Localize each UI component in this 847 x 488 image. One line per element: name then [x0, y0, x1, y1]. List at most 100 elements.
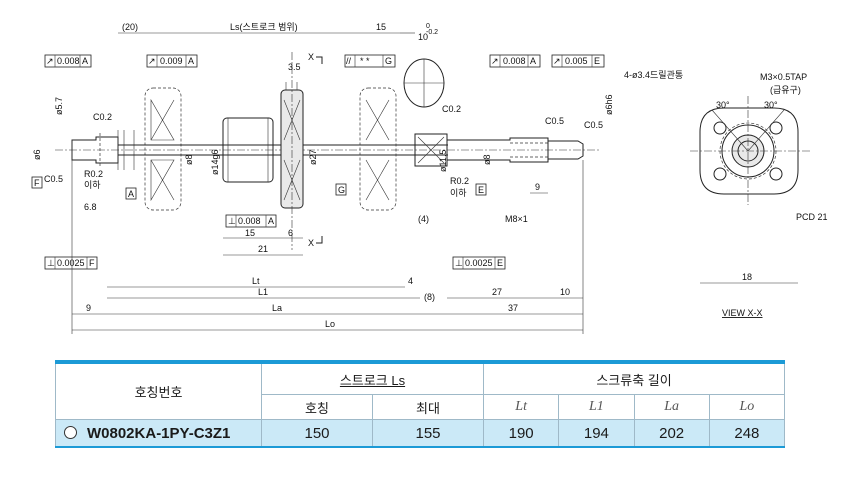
table-row[interactable]: W0802KA-1PY-C3Z1 150 155 190 194 202 248: [55, 419, 786, 448]
phi-11-5: ø11.5: [438, 150, 448, 172]
l1-cell: 194: [558, 419, 635, 448]
runout-symbol-left: ↗: [46, 56, 54, 66]
dim-10-tol-neg: -0.2: [426, 29, 438, 36]
view-label: VIEW X-X: [722, 308, 763, 318]
runout-value-right1: 0.008: [503, 56, 526, 66]
datum-g-box: G: [338, 185, 345, 195]
runout-symbol-right2: ↗: [553, 56, 561, 66]
technical-drawing: X X (20) Ls(스트로크 범위) 15 10 0 -0.2 3.5 ↗ …: [31, 22, 828, 334]
chamfer-c05-mid: C0.5: [545, 116, 564, 126]
col-la: La: [633, 394, 710, 420]
perp-frame-left: ⊥ 0.0025 F: [44, 256, 98, 270]
holes-label: 4-ø3.4드릴관통: [624, 70, 683, 80]
thread-m8: M8×1: [505, 214, 528, 224]
length-lt: Lt: [252, 276, 260, 286]
radio-icon[interactable]: [64, 425, 77, 439]
runout-symbol-mid: ↗: [148, 56, 156, 66]
dim-4-paren: (4): [418, 214, 429, 224]
perp-symbol-right: ⊥: [455, 258, 463, 268]
datum-a-right: A: [530, 56, 536, 66]
phi-14g6: ø14g6: [210, 149, 220, 175]
max-header: 최대: [372, 394, 484, 420]
datum-a-box: A: [128, 189, 134, 199]
dim-27: 27: [492, 287, 502, 297]
datum-f: F: [34, 178, 40, 188]
radius-r02-left: R0.2: [84, 169, 103, 179]
stroke-range-label: Ls(스트로크 범위): [230, 22, 298, 32]
runout-frame-right1: ↗ 0.008 A: [489, 54, 541, 68]
length-lo: Lo: [325, 319, 335, 329]
datum-a-lower: A: [268, 216, 274, 226]
end-view: [690, 96, 810, 284]
perp-symbol-mid: ⊥: [228, 216, 236, 226]
perp-value-mid: 0.008: [238, 216, 261, 226]
dim-15-top: 15: [376, 22, 386, 32]
perp-symbol-left: ⊥: [47, 258, 55, 268]
dim-10-right: 10: [560, 287, 570, 297]
phi-6-left: ø6: [32, 149, 42, 160]
dim-6-8: 6.8: [84, 202, 97, 212]
col-lo: Lo: [708, 394, 786, 420]
dim-9-left: 9: [86, 303, 91, 313]
lo-cell: 248: [708, 419, 786, 448]
parallel-frame: // * * G: [344, 54, 396, 68]
dim-21: 21: [258, 244, 268, 254]
pcd-label: PCD 21: [796, 212, 828, 222]
phi-8-left: ø8: [184, 154, 194, 165]
runout-value-mid: 0.009: [160, 56, 183, 66]
radius-r02-right-sub: 이하: [450, 188, 467, 198]
runout-value-right2: 0.005: [565, 56, 588, 66]
dim-15-bottom: 15: [245, 228, 255, 238]
tap-label: M3×0.5TAP: [760, 72, 807, 82]
perp-value-right: 0.0025: [465, 258, 493, 268]
datum-g-top: G: [385, 56, 392, 66]
datum-e-box: E: [478, 185, 484, 195]
model-cell[interactable]: W0802KA-1PY-C3Z1: [55, 419, 262, 448]
angle-1: 30°: [716, 100, 730, 110]
dim-10-top: 10: [418, 32, 428, 42]
length-l1: L1: [258, 287, 268, 297]
model-number: W0802KA-1PY-C3Z1: [87, 424, 231, 442]
datum-e-top: E: [594, 56, 600, 66]
datum-a-left: A: [82, 56, 88, 66]
datum-f-lower: F: [89, 258, 95, 268]
parallel-value: * *: [360, 56, 370, 66]
col-lt: Lt: [482, 394, 560, 420]
dim-8-paren: (8): [424, 292, 435, 302]
dim-18: 18: [742, 272, 752, 282]
lt-cell: 190: [482, 419, 560, 448]
screw-length-header: 스크류축 길이: [483, 360, 785, 395]
section-mark-bottom: X: [308, 238, 314, 248]
phi-6h6: ø6h6: [604, 94, 614, 115]
model-header: 호칭번호: [55, 360, 262, 420]
chamfer-c02-left: C0.2: [93, 112, 112, 122]
tap-sublabel: (급유구): [770, 85, 801, 95]
radius-r02-right: R0.2: [450, 176, 469, 186]
la-cell: 202: [633, 419, 710, 448]
perp-frame-mid: ⊥ 0.008 A: [225, 214, 277, 228]
runout-frame-mid: ↗ 0.009 A: [146, 54, 198, 68]
spec-table: 호칭번호 스트로크 Ls 스크류축 길이 호칭 최대 Lt L1 La Lo W…: [55, 360, 786, 448]
dim-20: (20): [122, 22, 138, 32]
radius-r02-left-sub: 이하: [84, 180, 101, 190]
stroke-header: 스트로크 Ls: [261, 360, 484, 395]
dim-6: 6: [288, 228, 293, 238]
phi-5-7: ø5.7: [54, 97, 64, 115]
perp-frame-right: ⊥ 0.0025 E: [452, 256, 506, 270]
phi-27: ø27: [308, 149, 318, 165]
runout-symbol-right1: ↗: [491, 56, 499, 66]
perp-value-left: 0.0025: [57, 258, 85, 268]
datum-e-lower: E: [497, 258, 503, 268]
chamfer-c05-left: C0.5: [44, 174, 63, 184]
nominal-cell: 150: [261, 419, 373, 448]
length-la: La: [272, 303, 282, 313]
dim-9-right: 9: [535, 182, 540, 192]
datum-a-mid: A: [188, 56, 194, 66]
dim-37: 37: [508, 303, 518, 313]
parallel-symbol: //: [346, 56, 352, 66]
dim-10-tol: 0: [426, 23, 430, 30]
angle-2: 30°: [764, 100, 778, 110]
nominal-header: 호칭: [261, 394, 373, 420]
phi-8-right: ø8: [482, 154, 492, 165]
chamfer-c02-right: C0.2: [442, 104, 461, 114]
